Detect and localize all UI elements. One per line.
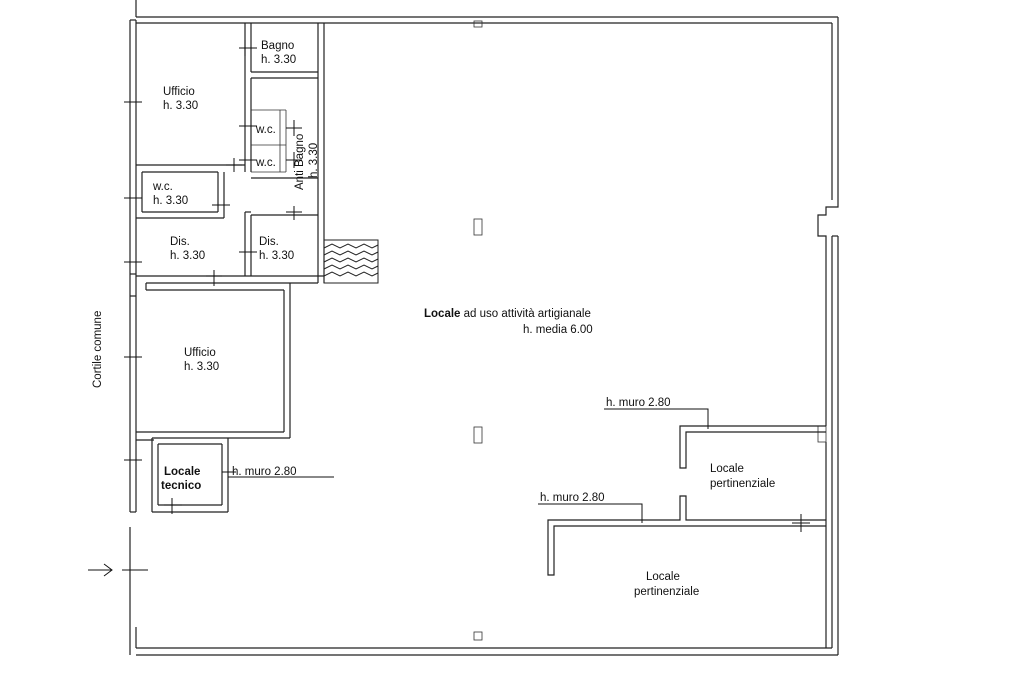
room-pertinenziale-1-name-1: Locale — [710, 463, 744, 475]
room-pertinenziale-2-name-1: Locale — [646, 571, 680, 583]
leaders — [228, 408, 709, 523]
note-muro-tecnico: h. muro 2.80 — [232, 466, 297, 478]
room-main-height: h. media 6.00 — [523, 324, 593, 336]
room-wc-2-name: w.c. — [255, 157, 276, 169]
room-ufficio-2-height: h. 3.30 — [184, 361, 219, 373]
room-anti-bagno-height: h. 3.30 — [308, 143, 320, 178]
room-main-name: Locale ad uso attività artigianale — [424, 308, 591, 320]
room-bagno-height: h. 3.30 — [261, 54, 296, 66]
courtyard-label: Cortile comune — [92, 311, 104, 388]
room-wc-3-height: h. 3.30 — [153, 195, 188, 207]
pertinenziale-walls — [547, 425, 826, 576]
room-ufficio-1-name: Ufficio — [163, 86, 195, 98]
openings — [88, 40, 810, 577]
room-dis-1-name: Dis. — [170, 236, 190, 248]
room-dis-1-height: h. 3.30 — [170, 250, 205, 262]
staircase — [323, 239, 379, 284]
room-main-name-rest: ad uso attività artigianale — [460, 308, 590, 320]
room-ufficio-2-name: Ufficio — [184, 347, 216, 359]
room-main-name-bold: Locale — [424, 308, 460, 320]
room-ufficio-1-height: h. 3.30 — [163, 100, 198, 112]
room-wc-3-name: w.c. — [152, 181, 173, 193]
room-pertinenziale-1-name-2: pertinenziale — [710, 478, 775, 490]
room-dis-2-name: Dis. — [259, 236, 279, 248]
room-wc-1-name: w.c. — [255, 124, 276, 136]
note-muro-pertinenziale-2: h. muro 2.80 — [540, 492, 605, 504]
room-dis-2-height: h. 3.30 — [259, 250, 294, 262]
note-muro-pertinenziale-1: h. muro 2.80 — [606, 397, 671, 409]
room-pertinenziale-2-name-2: pertinenziale — [634, 586, 699, 598]
room-anti-bagno-name: Anti Bagno — [294, 134, 306, 190]
service-walls — [129, 23, 325, 627]
room-locale-tecnico-name-2: tecnico — [161, 480, 201, 492]
room-locale-tecnico-name-1: Locale — [164, 466, 200, 478]
outer-walls — [129, 0, 839, 656]
room-bagno-name: Bagno — [261, 40, 294, 52]
